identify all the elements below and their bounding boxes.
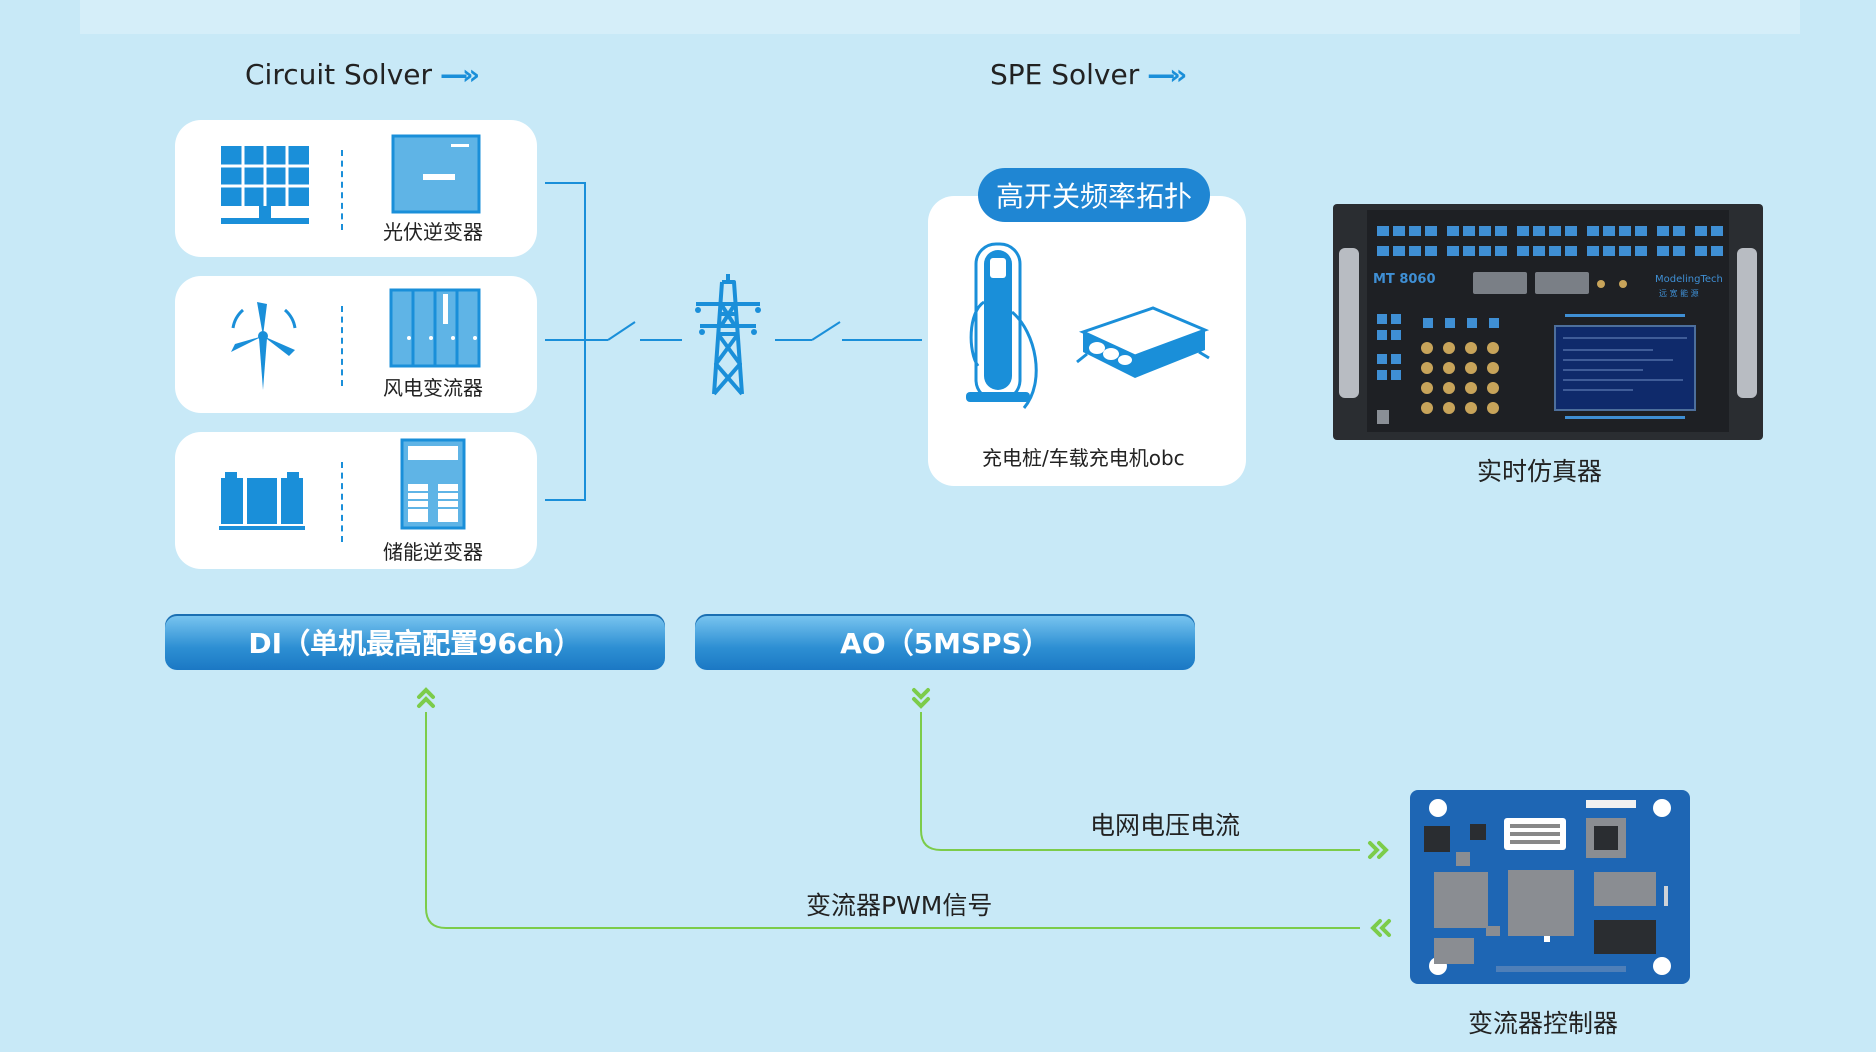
simulator-caption: 实时仿真器 xyxy=(1477,457,1603,486)
dashed-separator xyxy=(341,306,343,386)
inverter-icon xyxy=(391,134,481,214)
grid-signal-label: 电网电压电流 xyxy=(1090,811,1241,840)
simulator-brand-label: ModelingTech xyxy=(1655,274,1723,285)
real-time-simulator: MT 8060 ModelingTech 远 宽 能 源 xyxy=(1333,204,1763,440)
controller-board-icon xyxy=(1410,790,1690,984)
battery-icon xyxy=(219,472,305,530)
transmission-tower-icon xyxy=(695,274,761,396)
solar-panel-icon xyxy=(221,146,309,224)
storage-inverter-card: 储能逆变器 xyxy=(175,432,537,569)
hf-topology-caption: 充电桩/车载充电机obc xyxy=(982,446,1185,470)
simulator-model-label: MT 8060 xyxy=(1373,272,1436,287)
hf-topology-title: 高开关频率拓扑 xyxy=(978,168,1211,222)
up-chevron-icon xyxy=(417,687,435,708)
spe-solver-label: SPE Solver xyxy=(990,58,1140,91)
wind-converter-label: 风电变流器 xyxy=(383,376,483,400)
controller-caption: 变流器控制器 xyxy=(1468,1009,1619,1038)
double-chevron-right-icon: —» xyxy=(1147,58,1187,91)
down-chevron-icon xyxy=(912,688,930,709)
ao-bar: AO（5MSPS） xyxy=(695,614,1195,670)
pv-inverter-label: 光伏逆变器 xyxy=(383,220,483,244)
dashed-separator xyxy=(341,462,343,542)
circuit-solver-label: Circuit Solver xyxy=(245,58,433,91)
spe-solver-title: SPE Solver—» xyxy=(990,58,1187,91)
pv-inverter-card: 光伏逆变器 xyxy=(175,120,537,257)
ao-bar-label: AO（5MSPS） xyxy=(840,627,1050,660)
wind-turbine-icon xyxy=(231,302,297,390)
storage-cabinet-icon xyxy=(400,438,466,530)
hf-topology-card: 充电桩/车载充电机obc xyxy=(928,196,1246,486)
pwm-signal-label: 变流器PWM信号 xyxy=(806,891,993,920)
right-chevron-icon xyxy=(1368,841,1389,859)
left-chevron-icon xyxy=(1370,919,1391,937)
simulator-brand-cn-label: 远 宽 能 源 xyxy=(1659,289,1699,298)
cabinet-icon xyxy=(389,288,481,368)
storage-inverter-label: 储能逆变器 xyxy=(383,540,483,564)
simulator-chassis-icon xyxy=(1333,204,1763,440)
di-bar-label: DI（单机最高配置96ch） xyxy=(248,627,582,660)
top-band xyxy=(80,0,1800,34)
di-bar: DI（单机最高配置96ch） xyxy=(165,614,665,670)
obc-charger-icon xyxy=(1076,306,1210,378)
charging-pile-icon xyxy=(966,242,1038,409)
circuit-solver-title: Circuit Solver—» xyxy=(245,58,480,91)
wind-converter-card: 风电变流器 xyxy=(175,276,537,413)
dashed-separator xyxy=(341,150,343,230)
double-chevron-right-icon: —» xyxy=(440,58,480,91)
